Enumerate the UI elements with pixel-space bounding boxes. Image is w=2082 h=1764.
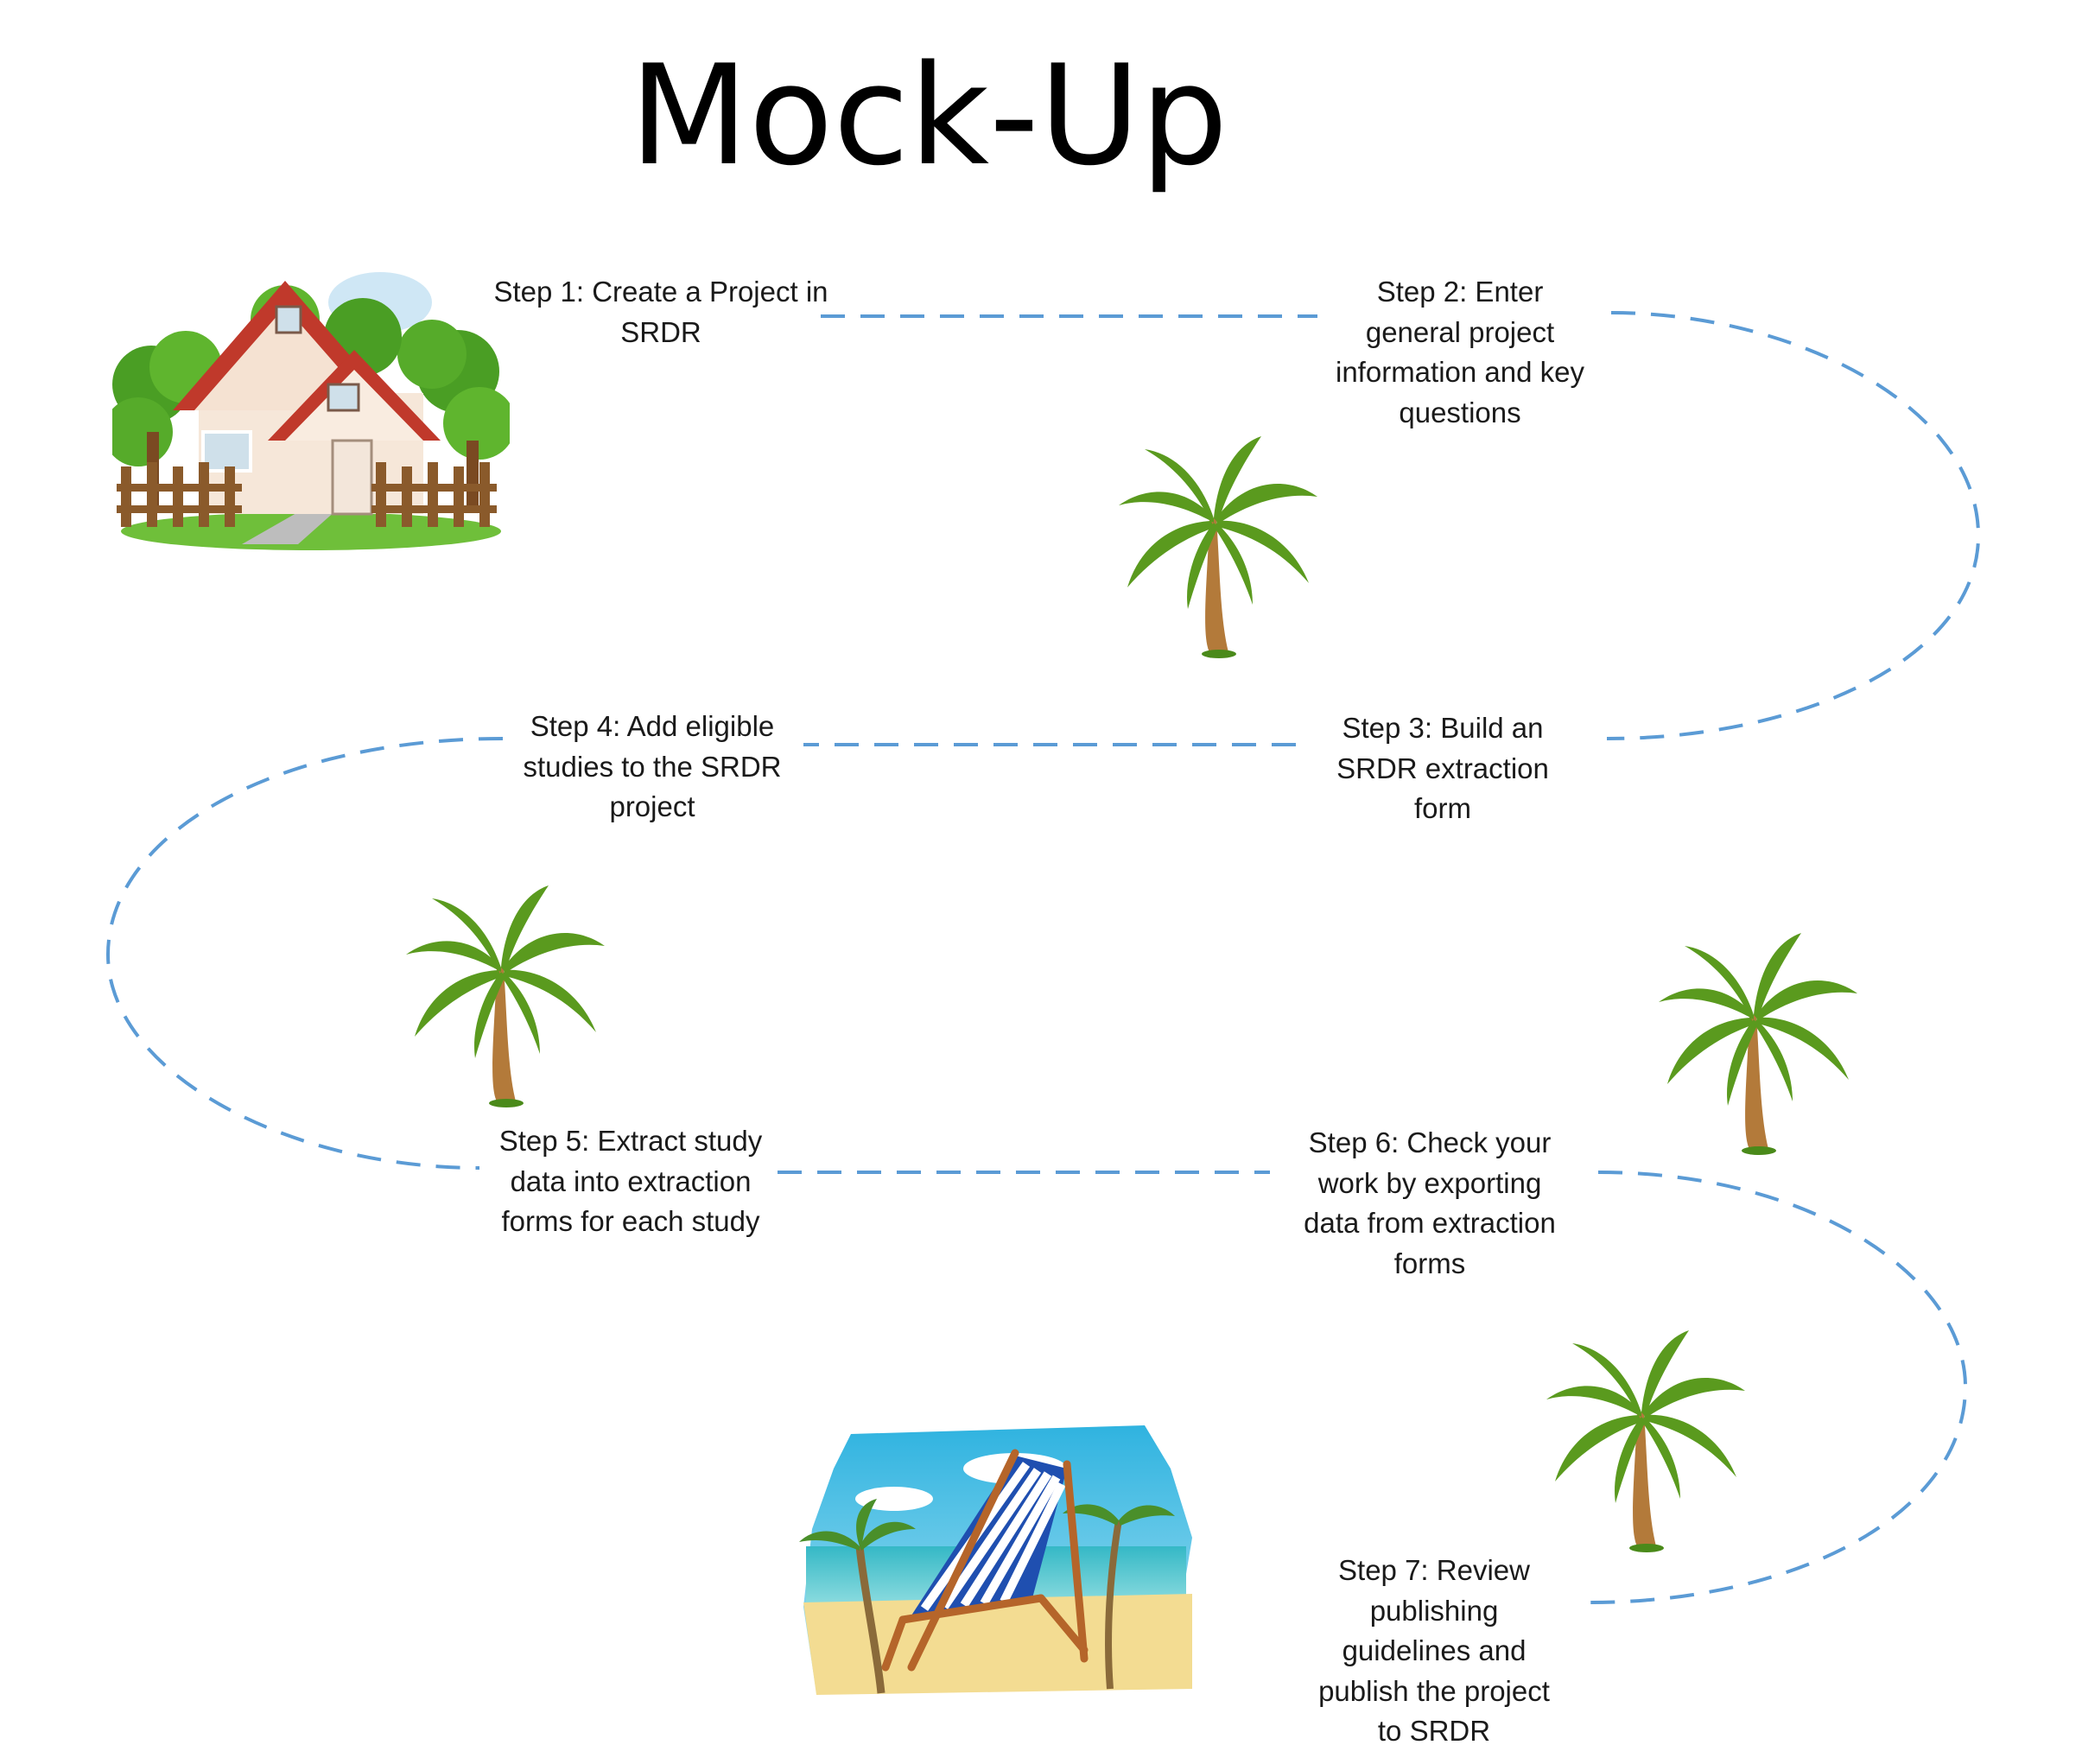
palm-tree-icon	[406, 885, 605, 1107]
step-1-label: Step 1: Create a Project in SRDR	[493, 276, 828, 348]
connector-6-7	[1589, 1171, 1968, 1604]
page-title: Mock-Up	[629, 35, 1228, 196]
step-2-label: Step 2: Enter general project informatio…	[1336, 276, 1584, 428]
step-4-label: Step 4: Add eligible studies to the SRDR…	[523, 710, 782, 822]
house-icon	[112, 272, 510, 550]
step-7-label: Step 7: Review publishing guidelines and…	[1318, 1554, 1550, 1747]
palm-tree-icon	[1119, 436, 1317, 658]
step-5-label: Step 5: Extract study data into extracti…	[498, 1125, 763, 1237]
beach-chair-icon	[799, 1425, 1192, 1695]
palm-tree-icon	[1659, 933, 1857, 1155]
connector-4-5	[105, 737, 504, 1170]
palm-tree-icon	[1546, 1330, 1745, 1552]
step-3-label: Step 3: Build an SRDR extraction form	[1336, 712, 1549, 824]
step-6-label: Step 6: Check your work by exporting dat…	[1304, 1126, 1556, 1279]
connector-2-3	[1606, 311, 1981, 740]
